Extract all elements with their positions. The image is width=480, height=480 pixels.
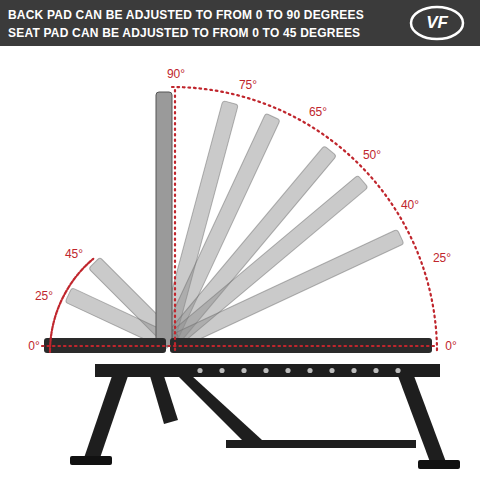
angle-label: 65° — [309, 105, 327, 119]
angle-label: 40° — [401, 198, 419, 212]
angle-label: 25° — [433, 251, 451, 265]
bench-frame — [70, 364, 460, 469]
angle-label: 25° — [35, 289, 53, 303]
angle-guides — [42, 87, 437, 352]
brand-logo: VF — [426, 13, 448, 33]
banner-bar — [0, 0, 480, 46]
angle-label: 0° — [445, 339, 456, 353]
banner-text: SEAT PAD CAN BE ADJUSTED TO FROM 0 TO 45… — [8, 26, 360, 40]
angle-label: 50° — [363, 148, 381, 162]
logo-ring — [411, 7, 463, 39]
banner-text: BACK PAD CAN BE ADJUSTED TO FROM 0 TO 90… — [8, 8, 364, 22]
angle-label: 45° — [65, 247, 83, 261]
angle-label: 75° — [239, 78, 257, 92]
pads — [44, 92, 432, 353]
angle-label: 90° — [167, 67, 185, 81]
angle-label: 0° — [28, 339, 39, 353]
